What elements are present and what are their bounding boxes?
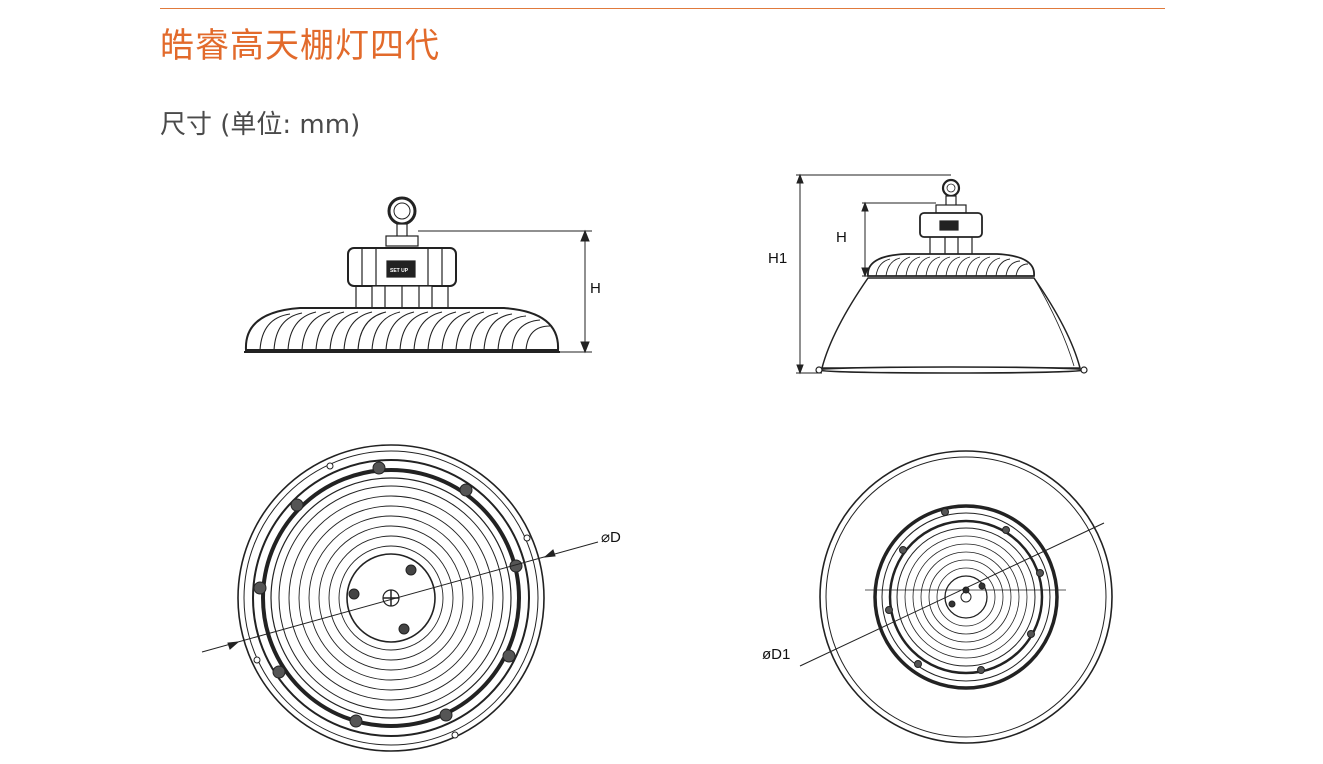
h1-label: H1: [768, 250, 787, 267]
dimension-d1: [799, 522, 1105, 667]
diameter-d-label: ⌀D: [601, 529, 621, 546]
dimension-h1: [796, 173, 951, 375]
setup-badge: SET UP: [390, 268, 409, 274]
dimensions-subtitle: 尺寸 (单位: mm): [160, 110, 361, 140]
dimension-d: [201, 541, 599, 653]
height-label: H: [590, 280, 601, 297]
h-label: H: [836, 229, 847, 246]
header-rule: [160, 8, 1165, 9]
dimension-h: [418, 229, 592, 354]
side-view-reflector-lamp: [815, 178, 1088, 374]
side-view-lamp: [244, 196, 560, 353]
bottom-view-lamp: [237, 444, 545, 752]
page-title: 皓睿高天棚灯四代: [160, 26, 440, 66]
bottom-view-reflector-lamp: [819, 450, 1113, 744]
diameter-d1-label: øD1: [762, 646, 790, 663]
